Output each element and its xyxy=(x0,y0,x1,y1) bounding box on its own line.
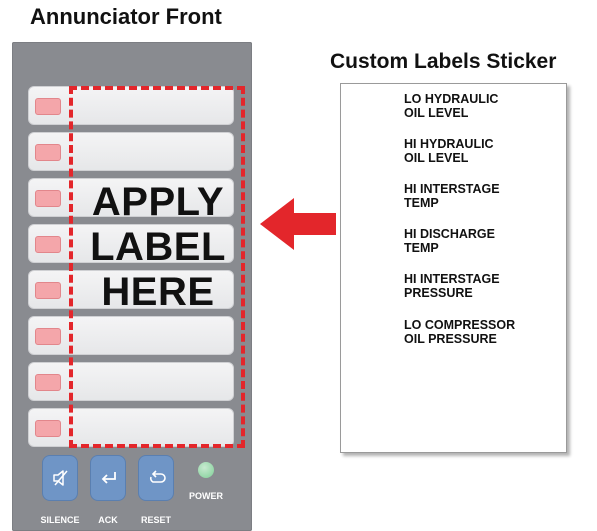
alarm-slot-5 xyxy=(28,270,234,309)
arrow-left-icon xyxy=(260,198,336,250)
apply-label-line-2: LABEL xyxy=(90,225,226,269)
sticker-label-2: HI HYDRAULIC OIL LEVEL xyxy=(404,137,494,165)
power-indicator-led xyxy=(198,462,214,478)
alarm-lamp xyxy=(35,374,61,391)
sticker-label-5-line-2: PRESSURE xyxy=(404,286,473,300)
alarm-lamp xyxy=(35,420,61,437)
alarm-lamp xyxy=(35,190,61,207)
alarm-lamp xyxy=(35,282,61,299)
apply-label-line-1: APPLY xyxy=(91,180,225,224)
alarm-slot-8 xyxy=(28,408,234,447)
sticker-label-5: HI INTERSTAGE PRESSURE xyxy=(404,272,500,300)
sticker-label-2-line-1: HI HYDRAULIC xyxy=(404,137,494,151)
alarm-slot-2 xyxy=(28,132,234,171)
sticker-label-6: LO COMPRESSOR OIL PRESSURE xyxy=(404,318,515,346)
sticker-label-3-line-2: TEMP xyxy=(404,196,439,210)
sticker-label-6-line-1: LO COMPRESSOR xyxy=(404,318,516,332)
loop-arrow-icon xyxy=(149,470,166,483)
apply-label-line-3: HERE xyxy=(101,270,215,314)
alarm-slot-7 xyxy=(28,362,234,401)
power-label: POWER xyxy=(188,491,223,501)
sticker-label-4: HI DISCHARGE TEMP xyxy=(404,227,495,255)
return-arrow-icon xyxy=(101,472,116,484)
sticker-label-6-line-2: OIL PRESSURE xyxy=(404,332,497,346)
speaker-muted-icon xyxy=(53,470,68,486)
silence-label: SILENCE xyxy=(40,515,80,525)
alarm-lamp xyxy=(35,328,61,345)
alarm-lamp xyxy=(35,98,61,115)
sticker-label-1: LO HYDRAULIC OIL LEVEL xyxy=(404,92,498,120)
sticker-label-4-line-2: TEMP xyxy=(404,241,439,255)
silence-button[interactable] xyxy=(42,455,78,501)
alarm-slot-4 xyxy=(28,224,234,263)
label-area-dashed-outline xyxy=(69,86,245,448)
sticker-label-3: HI INTERSTAGE TEMP xyxy=(404,182,500,210)
sticker-label-2-line-2: OIL LEVEL xyxy=(404,151,469,165)
custom-labels-sticker xyxy=(340,83,567,453)
alarm-lamp xyxy=(35,144,61,161)
sticker-label-5-line-1: HI INTERSTAGE xyxy=(404,272,500,286)
sticker-label-1-line-2: OIL LEVEL xyxy=(404,106,469,120)
alarm-slot-3 xyxy=(28,178,234,217)
alarm-lamp xyxy=(35,236,61,253)
alarm-slot-6 xyxy=(28,316,234,355)
apply-label-text: APPLY LABEL HERE xyxy=(73,180,243,315)
sticker-label-4-line-1: HI DISCHARGE xyxy=(404,227,495,241)
alarm-slot-1 xyxy=(28,86,234,125)
ack-label: ACK xyxy=(98,515,118,525)
annunciator-title: Annunciator Front xyxy=(30,4,222,29)
sticker-label-1-line-1: LO HYDRAULIC xyxy=(404,92,499,106)
reset-button[interactable] xyxy=(138,455,174,501)
ack-button[interactable] xyxy=(90,455,126,501)
sticker-title: Custom Labels Sticker xyxy=(330,50,557,73)
sticker-label-3-line-1: HI INTERSTAGE xyxy=(404,182,500,196)
reset-label: RESET xyxy=(140,515,171,525)
